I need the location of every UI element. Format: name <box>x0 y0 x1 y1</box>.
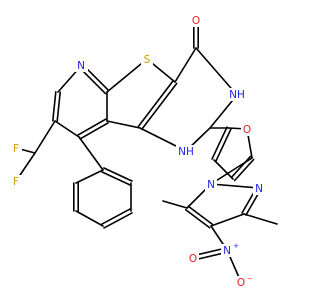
atom-label-nh-3: NH <box>229 89 245 101</box>
bond <box>103 212 133 229</box>
bond <box>103 167 133 182</box>
bond <box>243 213 278 225</box>
bond <box>75 169 104 184</box>
bond <box>210 157 253 185</box>
bond <box>230 155 252 179</box>
atom-label-nitro-n: N <box>223 245 231 257</box>
atom-label-pyridine-n: N <box>77 60 85 72</box>
bond <box>78 136 104 171</box>
bond <box>101 171 131 186</box>
molecule-canvas: F F N S O NH NH O N <box>11 14 278 289</box>
atom-label-thiophene-s: S <box>144 54 151 66</box>
bond <box>106 120 141 129</box>
bond <box>187 205 214 226</box>
bond <box>52 90 57 122</box>
bond <box>79 122 109 140</box>
bond <box>140 82 178 131</box>
atom-label-nh-1: NH <box>178 146 194 158</box>
atom-label-f1: F <box>13 143 19 155</box>
bond <box>195 47 238 96</box>
bond <box>56 91 61 123</box>
bond <box>77 118 107 136</box>
bond <box>101 208 131 225</box>
atom-label-pyrazole-n1: N <box>207 179 215 191</box>
atom-label-ketone-o: O <box>192 15 200 27</box>
atom-label-pyrazole-n2: N <box>255 183 263 195</box>
bond <box>213 159 234 180</box>
bond <box>106 58 148 93</box>
molecule-structure: F F N S O NH NH O N <box>11 14 278 289</box>
bond <box>215 128 232 162</box>
atom-label-furan-o: O <box>243 124 251 136</box>
charge-plus: + <box>233 242 239 250</box>
charge-minus: − <box>247 275 253 283</box>
bond <box>174 47 197 83</box>
bond <box>210 183 260 189</box>
atom-label-f2: F <box>13 176 19 188</box>
atom-label-nitro-o2: O <box>237 277 245 289</box>
bond <box>75 210 104 227</box>
bond <box>211 126 228 160</box>
atom-label-nitro-o1: O <box>189 253 197 265</box>
bond <box>184 208 211 229</box>
bond <box>137 79 175 128</box>
bond <box>162 200 188 209</box>
bond <box>233 158 255 182</box>
bond <box>210 213 245 227</box>
bond <box>34 120 56 154</box>
atom-label-layer: F F N S O NH NH O N <box>11 14 265 289</box>
bond <box>54 120 80 138</box>
